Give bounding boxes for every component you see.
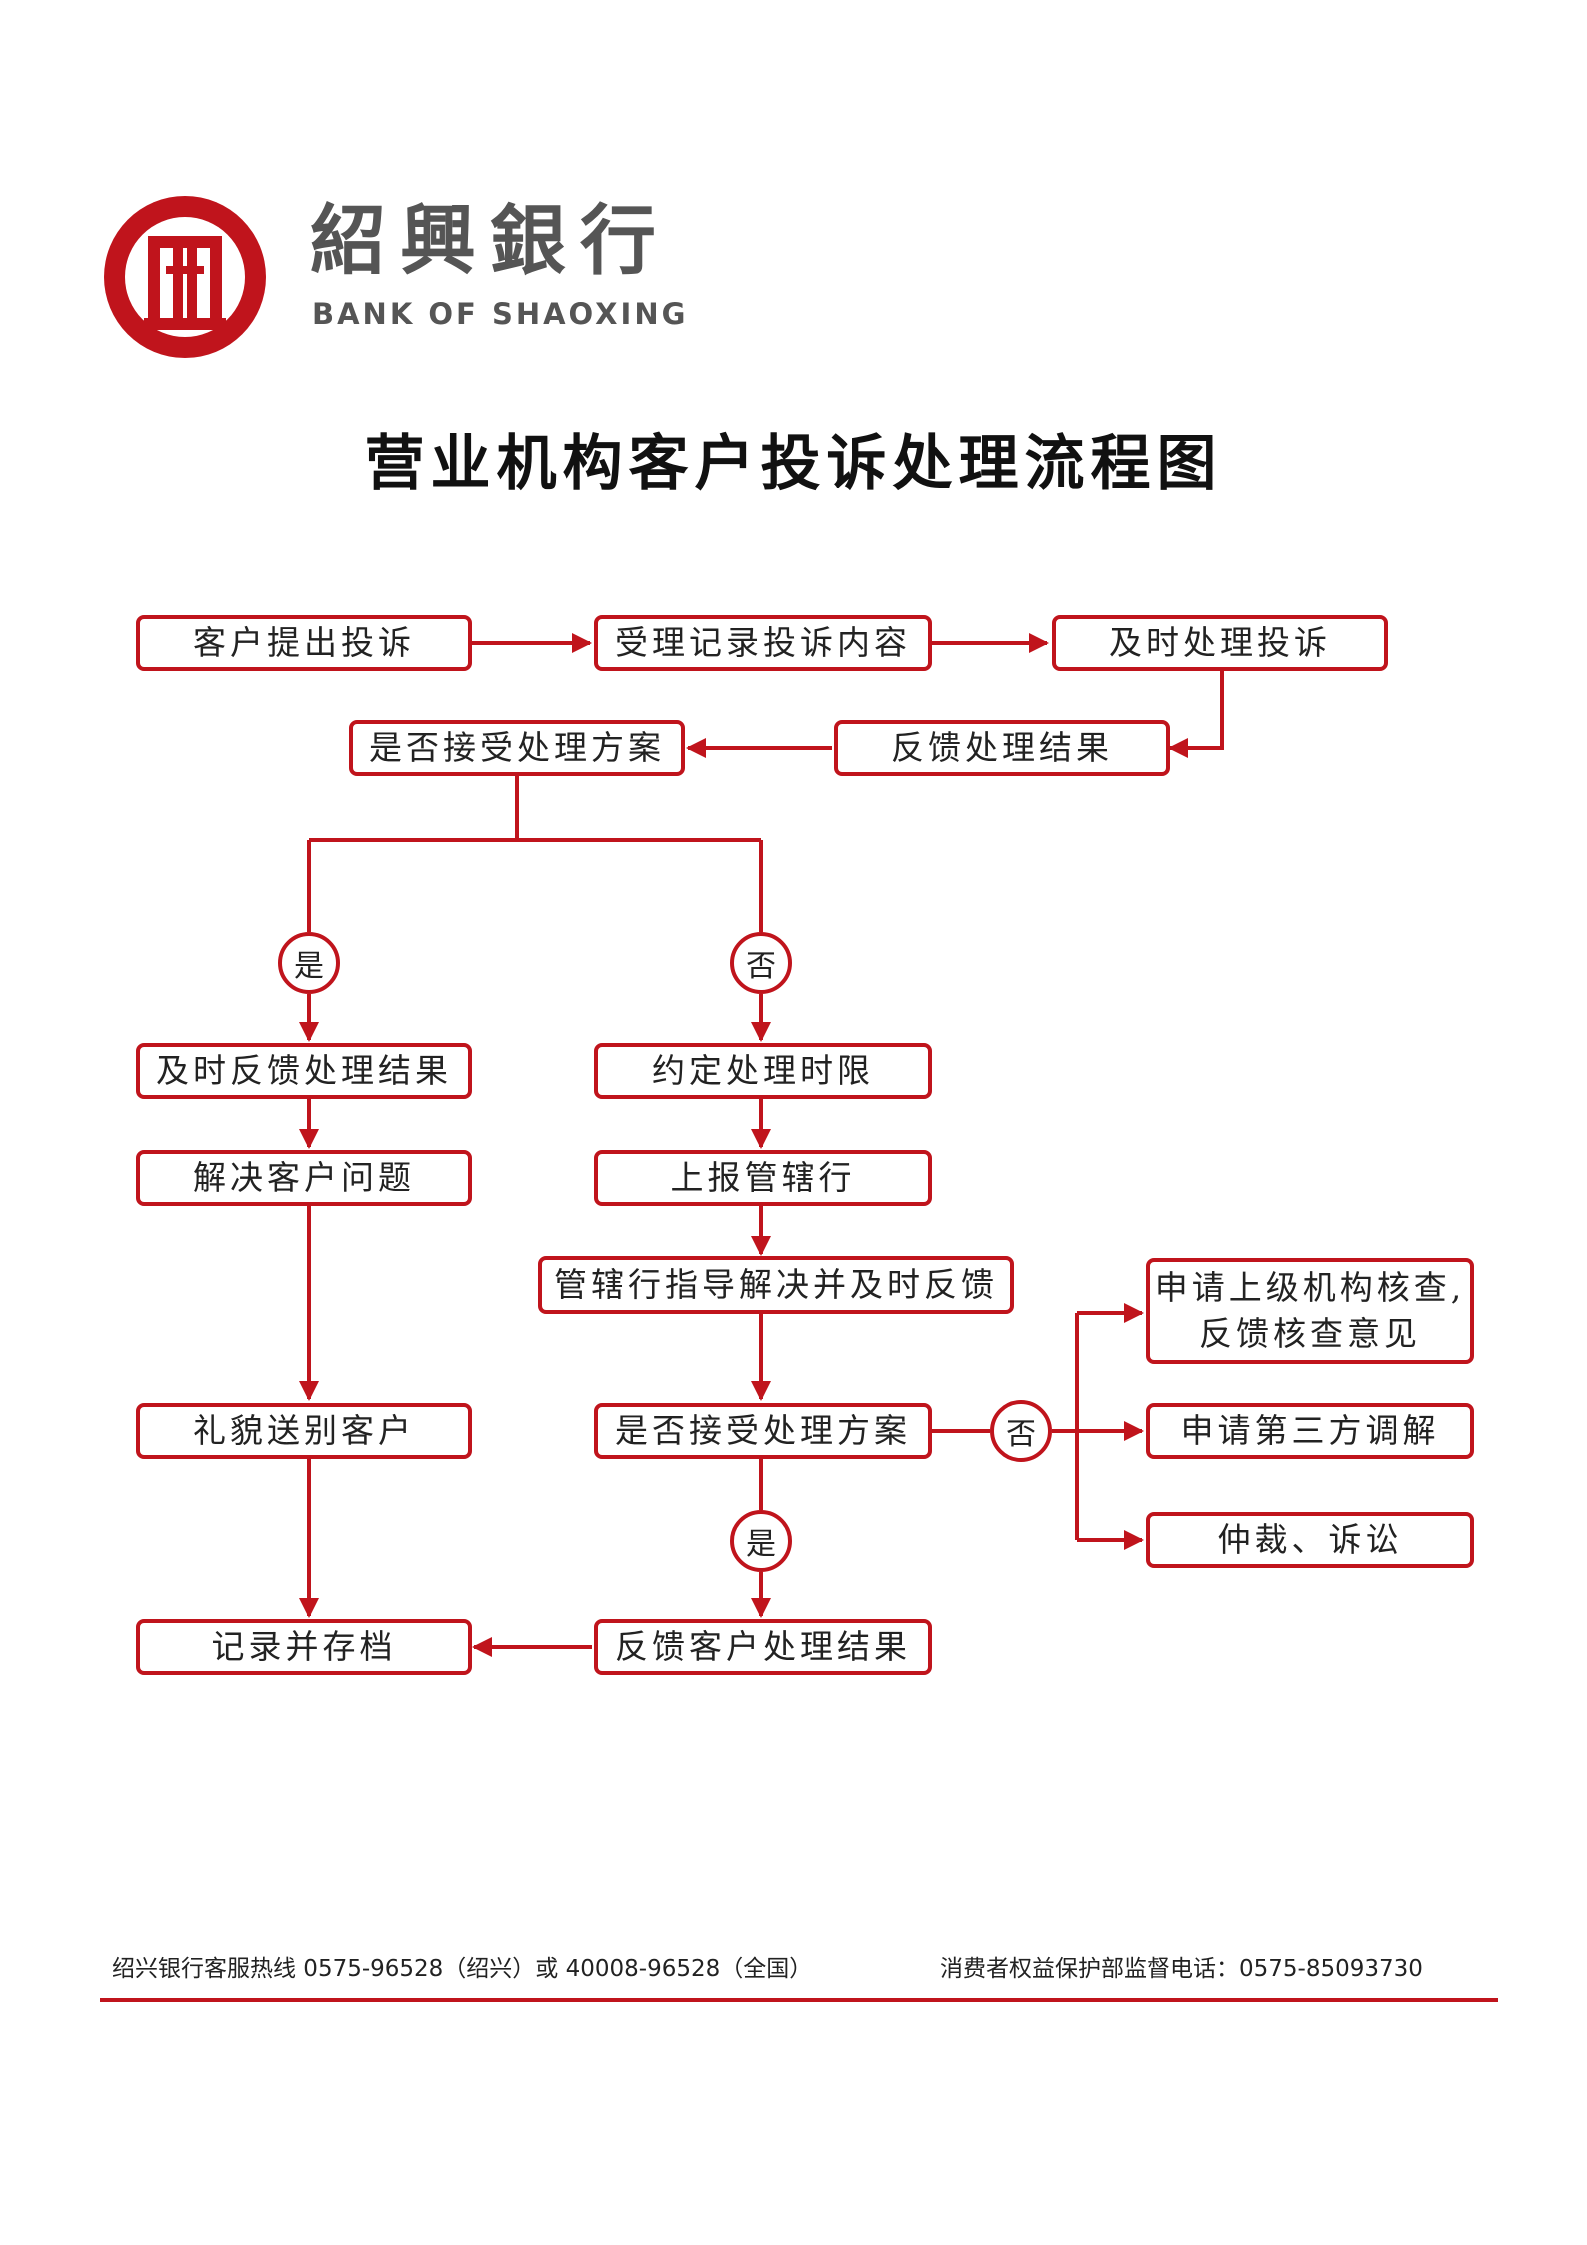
node-timely-feedback: 及时反馈处理结果 xyxy=(136,1043,472,1099)
node-report-branch: 上报管辖行 xyxy=(594,1150,932,1206)
node-feedback-customer-result: 反馈客户处理结果 xyxy=(594,1619,932,1675)
footer-hotline: 绍兴银行客服热线 0575-96528（绍兴）或 40008-96528（全国） xyxy=(112,1956,813,1982)
bank-logo-icon xyxy=(104,196,266,358)
node-record-archive: 记录并存档 xyxy=(136,1619,472,1675)
superior-line-2: 反馈核查意见 xyxy=(1199,1314,1421,1353)
decision-yes-1: 是 xyxy=(278,932,340,994)
node-apply-superior-review: 申请上级机构核查, 反馈核查意见 xyxy=(1146,1258,1474,1364)
node-record-complaint: 受理记录投诉内容 xyxy=(594,615,932,671)
node-submit-complaint: 客户提出投诉 xyxy=(136,615,472,671)
decision-yes-2: 是 xyxy=(730,1510,792,1572)
node-feedback-result: 反馈处理结果 xyxy=(834,720,1170,776)
footer-supervision: 消费者权益保护部监督电话：0575-85093730 xyxy=(940,1956,1423,1982)
node-accept-plan-1: 是否接受处理方案 xyxy=(349,720,685,776)
node-branch-guidance: 管辖行指导解决并及时反馈 xyxy=(538,1256,1014,1314)
node-agree-deadline: 约定处理时限 xyxy=(594,1043,932,1099)
page-title: 营业机构客户投诉处理流程图 xyxy=(364,429,1223,499)
node-accept-plan-2: 是否接受处理方案 xyxy=(594,1403,932,1459)
superior-line-1: 申请上级机构核查, xyxy=(1154,1268,1466,1307)
node-farewell-customer: 礼貌送别客户 xyxy=(136,1403,472,1459)
node-arbitration-litigation: 仲裁、诉讼 xyxy=(1146,1512,1474,1568)
decision-no-2: 否 xyxy=(990,1400,1052,1462)
bank-name-cn: 紹興銀行 xyxy=(310,196,670,285)
footer-divider xyxy=(100,1998,1498,2002)
node-solve-problem: 解决客户问题 xyxy=(136,1150,472,1206)
node-handle-complaint: 及时处理投诉 xyxy=(1052,615,1388,671)
bank-name-en: BANK OF SHAOXING xyxy=(312,297,689,331)
decision-no-1: 否 xyxy=(730,932,792,994)
node-third-party-mediation: 申请第三方调解 xyxy=(1146,1403,1474,1459)
arrow-handle-to-feedback xyxy=(1168,668,1224,758)
